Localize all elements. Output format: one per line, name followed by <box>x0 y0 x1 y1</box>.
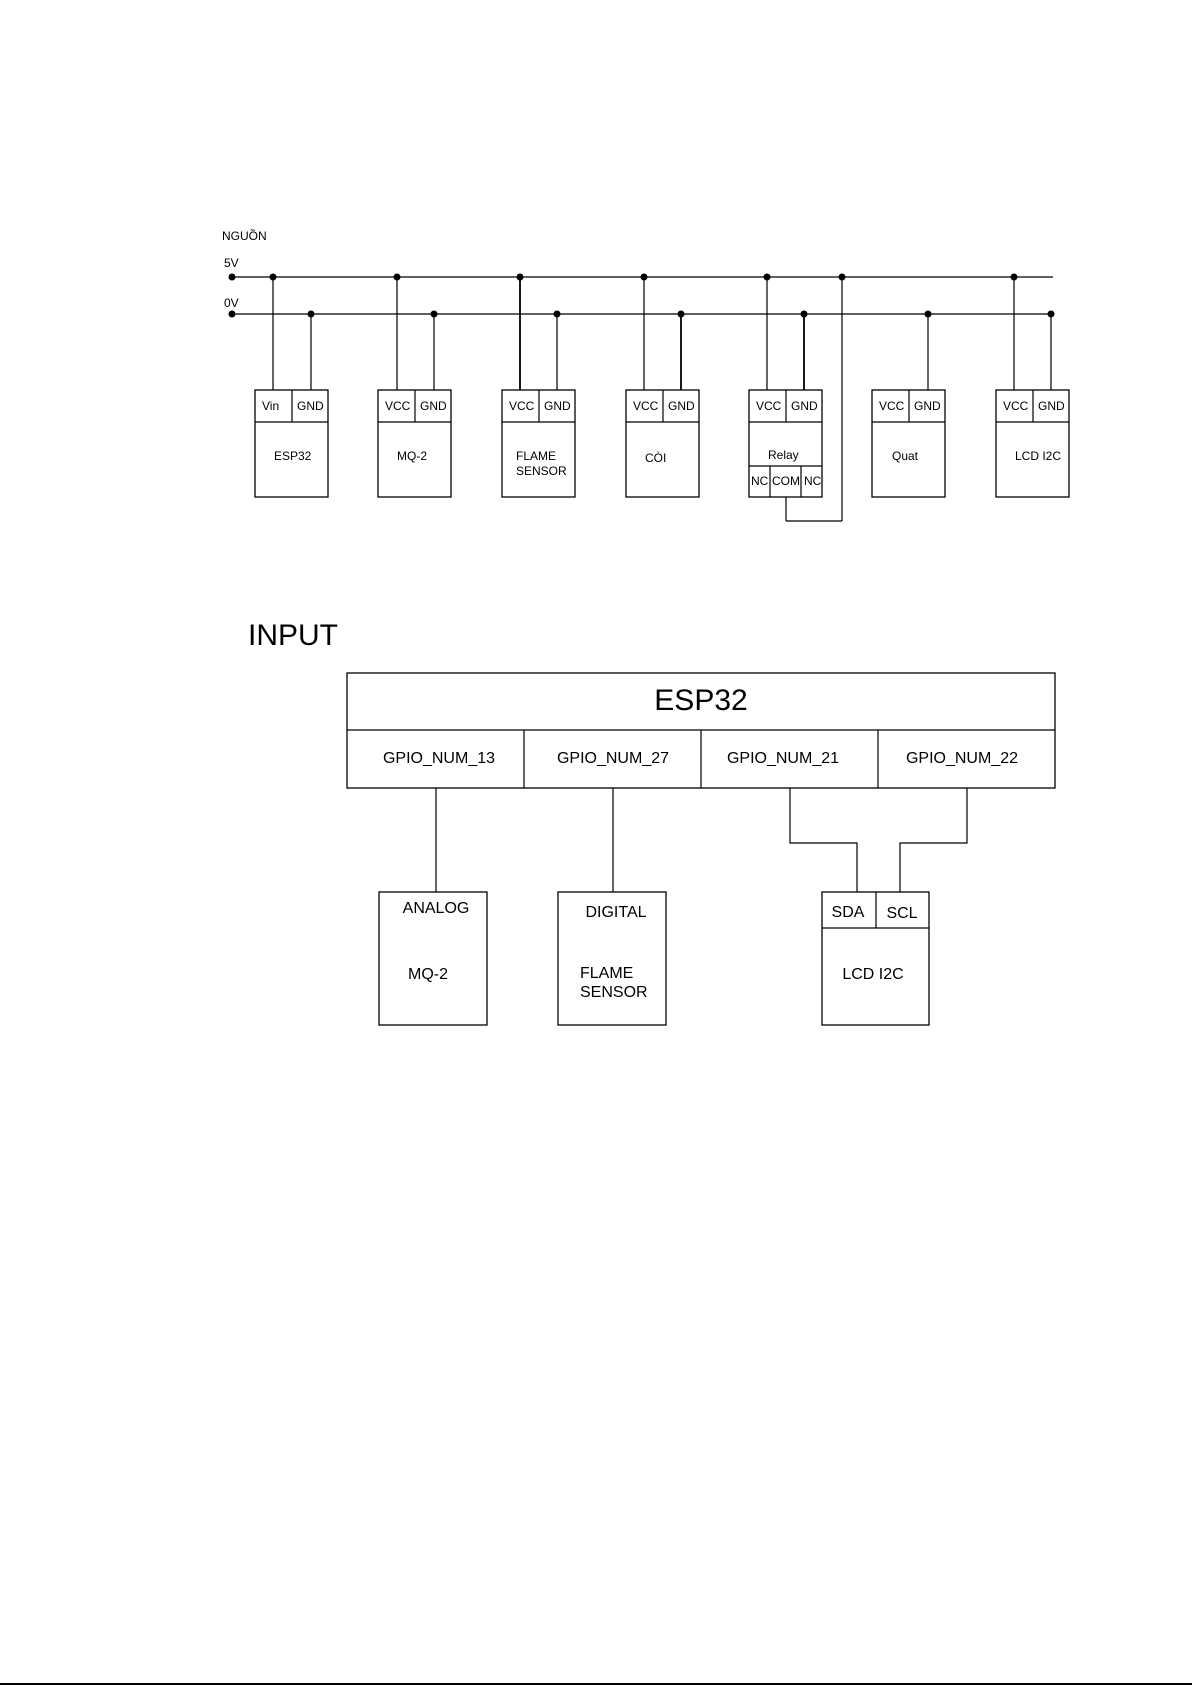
mq2-input-label: MQ-2 <box>408 966 448 983</box>
buzzer-pin-vcc: VCC <box>633 399 659 413</box>
module-lcd-i2c: VCC GND LCD I2C <box>996 390 1069 497</box>
module-esp32: Vin GND ESP32 <box>255 390 328 497</box>
esp32-pin-gnd: GND <box>297 399 324 413</box>
lcd-pin-gnd: GND <box>1038 399 1065 413</box>
gpio-13-label: GPIO_NUM_13 <box>383 750 495 767</box>
gpio-27-label: GPIO_NUM_27 <box>557 750 669 767</box>
flame-label-line2: SENSOR <box>516 464 567 478</box>
rail-5v-label: 5V <box>224 256 239 270</box>
esp32-pin-vin: Vin <box>262 399 279 413</box>
lcd-input-label: LCD I2C <box>842 966 903 983</box>
module-buzzer: VCC GND CÒI <box>626 390 699 497</box>
esp32-label: ESP32 <box>274 449 312 463</box>
mq2-signal-label: ANALOG <box>403 900 470 917</box>
esp32-controller-block: ESP32 GPIO_NUM_13 GPIO_NUM_27 GPIO_NUM_2… <box>347 673 1055 788</box>
esp32-title: ESP32 <box>654 684 747 717</box>
flame-input-label-line1: FLAME <box>580 965 633 982</box>
module-flame-sensor: VCC GND FLAME SENSOR <box>502 390 575 497</box>
relay-pin-nc-2: NC <box>804 474 822 488</box>
gpio-22-label: GPIO_NUM_22 <box>906 750 1018 767</box>
lcd-sda-pin: SDA <box>832 904 865 921</box>
relay-pin-gnd: GND <box>791 399 818 413</box>
fan-pin-vcc: VCC <box>879 399 905 413</box>
mq2-label: MQ-2 <box>397 449 427 463</box>
flame-input-label-line2: SENSOR <box>580 984 648 1001</box>
flame-signal-label: DIGITAL <box>585 904 646 921</box>
input-title: INPUT <box>248 619 338 652</box>
mq2-pin-gnd: GND <box>420 399 447 413</box>
buzzer-label: CÒI <box>645 450 666 465</box>
buzzer-pin-gnd: GND <box>668 399 695 413</box>
relay-pin-vcc: VCC <box>756 399 782 413</box>
mq2-pin-vcc: VCC <box>385 399 411 413</box>
flame-label-line1: FLAME <box>516 449 556 463</box>
input-device-flame-sensor: DIGITAL FLAME SENSOR <box>558 892 666 1025</box>
relay-pin-com: COM <box>772 474 800 488</box>
flame-pin-gnd: GND <box>544 399 571 413</box>
signal-wires <box>436 788 967 892</box>
flame-pin-vcc: VCC <box>509 399 535 413</box>
fan-label: Quat <box>892 449 919 463</box>
module-relay: VCC GND Relay NC COM NC <box>749 390 822 497</box>
relay-pin-nc-1: NC <box>751 474 769 488</box>
rail-0v-terminal <box>229 311 236 318</box>
rail-0v-label: 0V <box>224 296 239 310</box>
lcd-pin-vcc: VCC <box>1003 399 1029 413</box>
module-mq2: VCC GND MQ-2 <box>378 390 451 497</box>
power-title: NGUỒN <box>222 228 267 243</box>
gpio-21-label: GPIO_NUM_21 <box>727 750 839 767</box>
rail-5v-terminal <box>229 274 236 281</box>
module-fan: VCC GND Quat <box>872 390 945 497</box>
fan-pin-gnd: GND <box>914 399 941 413</box>
input-device-lcd-i2c: SDA SCL LCD I2C <box>822 892 929 1025</box>
input-device-mq2: ANALOG MQ-2 <box>379 892 487 1025</box>
lcd-scl-pin: SCL <box>886 905 917 922</box>
lcd-label: LCD I2C <box>1015 449 1061 463</box>
relay-label: Relay <box>768 448 799 462</box>
